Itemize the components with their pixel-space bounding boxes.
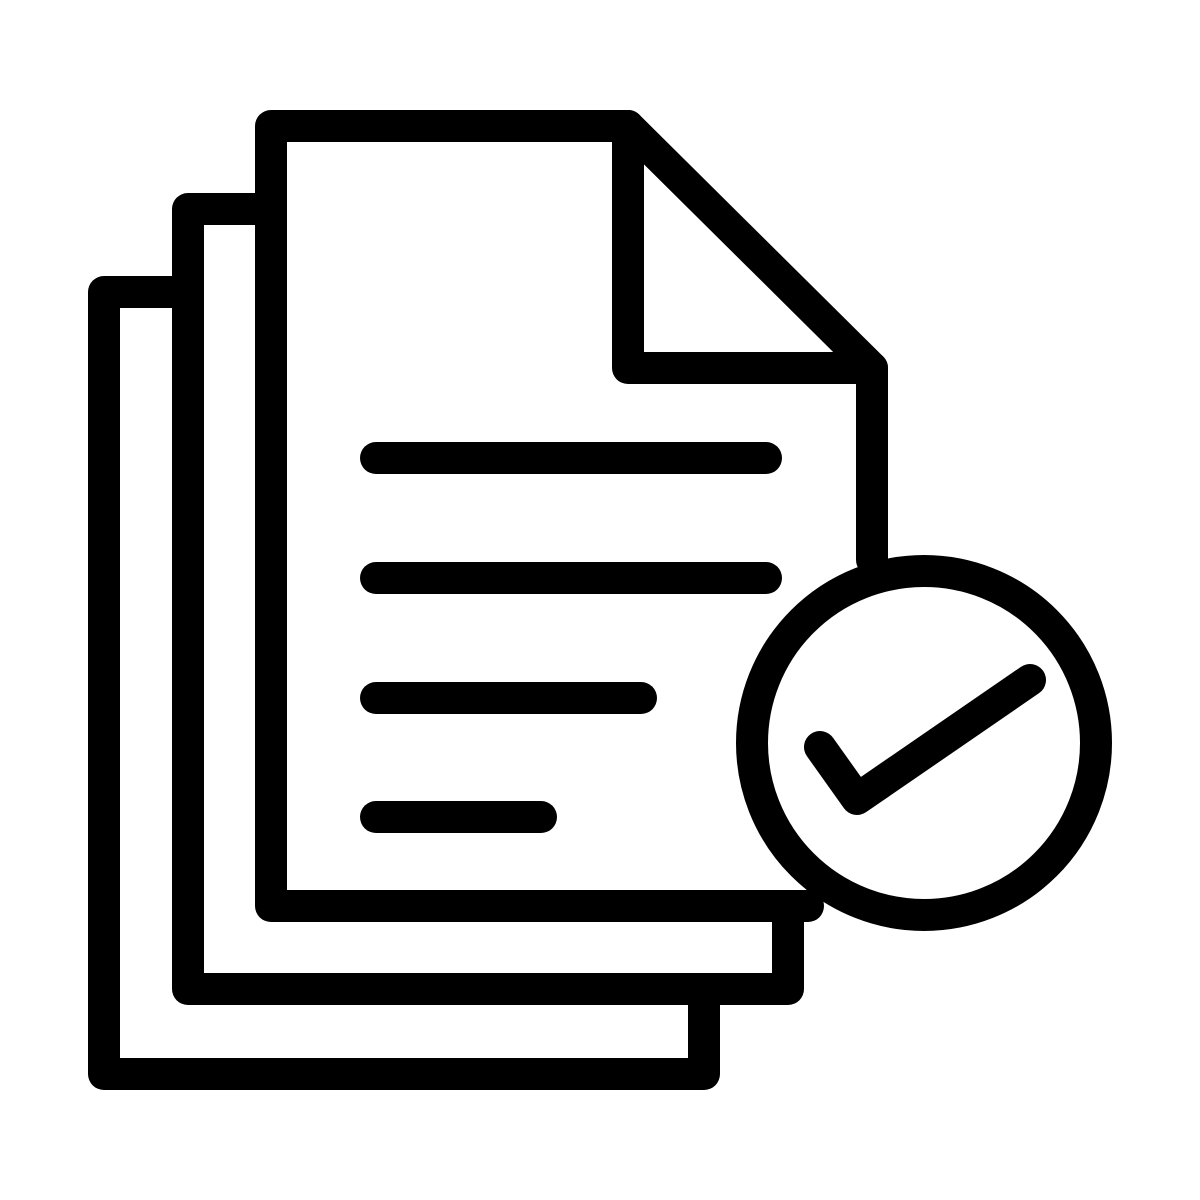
front-document-outline [255,110,888,922]
middle-document-outline [172,193,804,1005]
back-document-outline [88,276,720,1090]
check-mark-icon [804,664,1046,815]
check-circle [736,555,1112,931]
folded-corner [612,110,888,384]
